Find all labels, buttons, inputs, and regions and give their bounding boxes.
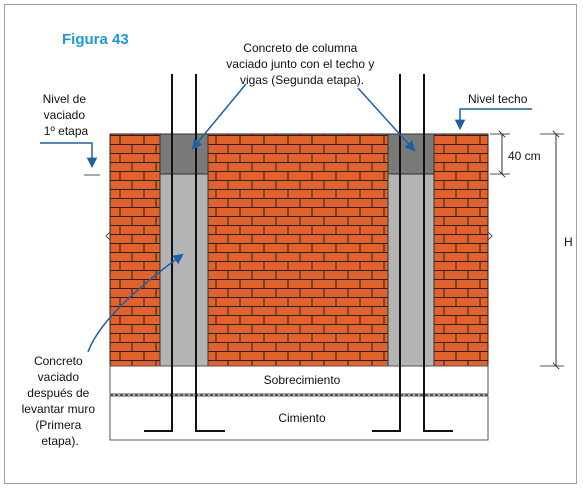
- column-2-second-stage: [387, 133, 435, 175]
- figure-title: Figura 43: [62, 31, 129, 48]
- nivel-techo-label: Nivel techo: [468, 92, 528, 106]
- column-1-first-stage: [159, 173, 209, 367]
- wall-edge-marker-left: [105, 231, 111, 241]
- dim-h-label: H: [564, 235, 573, 249]
- concreto-vaciado-label: Concreto vaciado después de levantar mur…: [22, 354, 99, 448]
- concreto-columna-label: Concreto de columna vaciado junto con el…: [226, 41, 377, 87]
- concreto-vaciado-arrow: [87, 253, 184, 353]
- column-2-first-stage: [387, 173, 435, 367]
- rebars-column-2: [372, 74, 453, 432]
- wall-edge-marker-right: [487, 231, 493, 241]
- sobrecimiento-label: Sobrecimiento: [264, 373, 341, 387]
- nivel-techo-arrow: [454, 108, 532, 131]
- rebars-column-1: [144, 74, 225, 432]
- dim-40-label: 40 cm: [508, 149, 541, 163]
- column-1-second-stage: [159, 133, 209, 175]
- nivel-vaciado-arrow: [40, 142, 98, 169]
- concreto-columna-arrow-left: [191, 83, 247, 150]
- concreto-columna-arrow-right: [357, 87, 416, 152]
- nivel-vaciado-label: Nivel de vaciado 1º etapa: [43, 92, 90, 138]
- cimiento-label: Cimiento: [278, 411, 326, 425]
